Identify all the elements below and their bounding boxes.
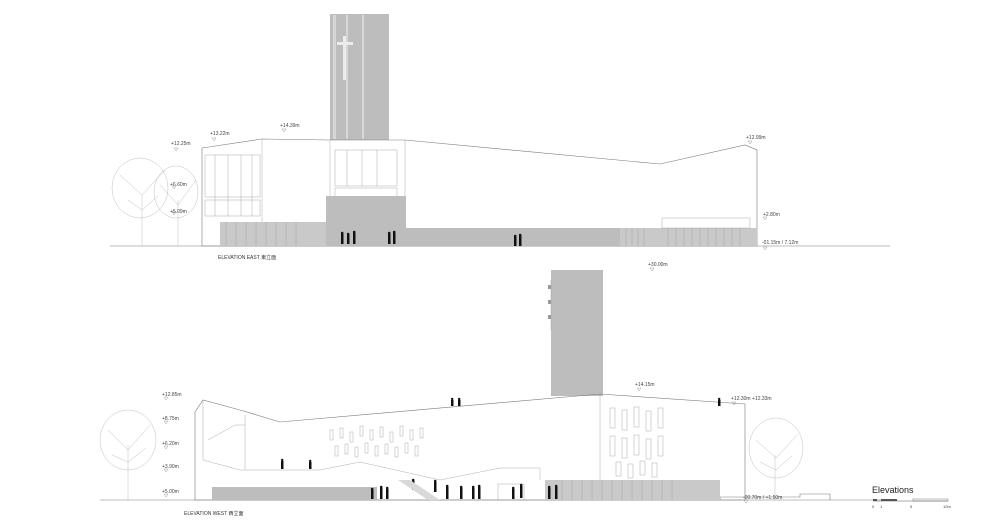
west-bell-tower bbox=[551, 270, 603, 396]
level-label: +6.60m bbox=[170, 182, 187, 188]
level-label: -00.70m / +1.50m bbox=[743, 495, 782, 501]
level-label: +12.30m bbox=[731, 396, 751, 402]
west-building-outline bbox=[194, 393, 746, 501]
west-people bbox=[281, 397, 721, 499]
west-elevation: +30.00m +14.15m +12.85m +12.30m +12.33m … bbox=[99, 262, 890, 517]
east-entrance-block bbox=[326, 196, 406, 246]
scale-tick-label: 0 bbox=[872, 504, 875, 509]
west-level-markers: +30.00m +14.15m +12.85m +12.30m +12.33m … bbox=[162, 262, 782, 504]
east-tree-left bbox=[111, 157, 199, 246]
level-label: +6.20m bbox=[162, 441, 179, 447]
scale-bar: 0 1 5 10m bbox=[872, 498, 951, 509]
west-window-slots bbox=[329, 406, 664, 479]
level-label: +3.90m bbox=[162, 464, 179, 470]
west-caption: ELEVATION WEST 西立面 bbox=[184, 510, 243, 517]
scale-tick-label: 10m bbox=[943, 504, 951, 509]
level-label: +14.39m bbox=[280, 123, 300, 129]
level-label: +12.85m bbox=[162, 392, 182, 398]
level-label: +12.25m bbox=[171, 141, 191, 147]
level-label: +5.09m bbox=[170, 209, 187, 215]
legend: Elevations 0 1 5 10m bbox=[872, 485, 951, 509]
level-label: +14.15m bbox=[635, 382, 655, 388]
level-label: +5.00m bbox=[162, 489, 179, 495]
east-level-markers: +12.25m +13.22m +14.39m +12.99m +6.60m +… bbox=[170, 123, 798, 251]
level-label: +12.99m bbox=[746, 135, 766, 141]
scale-tick-label: 5 bbox=[910, 504, 913, 509]
west-tree-left bbox=[99, 409, 157, 500]
west-tree-right bbox=[748, 417, 804, 500]
legend-title: Elevations bbox=[872, 485, 914, 495]
level-label: +30.00m bbox=[648, 262, 668, 268]
level-label: +2.80m bbox=[763, 212, 780, 218]
east-bell-tower bbox=[330, 14, 389, 140]
east-people bbox=[340, 230, 522, 246]
east-elevation: +12.25m +13.22m +14.39m +12.99m +6.60m +… bbox=[110, 14, 890, 261]
level-label: -01.15m / 7.12m bbox=[762, 240, 798, 246]
level-label: +13.22m bbox=[210, 131, 230, 137]
scale-tick-label: 1 bbox=[880, 504, 883, 509]
level-label: +8.75m bbox=[162, 416, 179, 422]
level-label: +12.33m bbox=[752, 396, 772, 402]
east-caption: ELEVATION EAST 東立面 bbox=[218, 254, 276, 261]
